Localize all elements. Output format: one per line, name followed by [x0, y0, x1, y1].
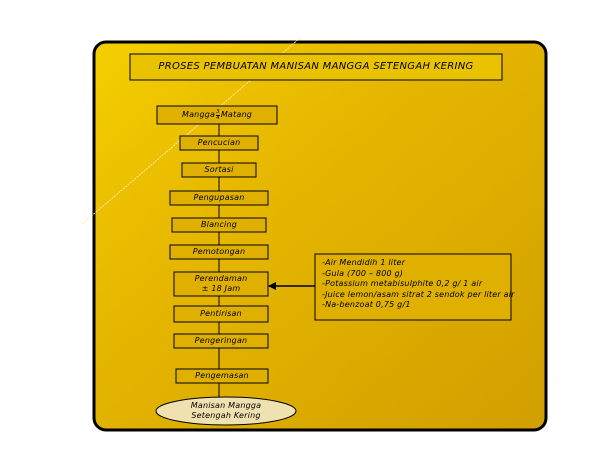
- step-label-pengupasan: Pengupasan: [193, 193, 245, 202]
- step-label-pemotongan: Pemotongan: [192, 247, 246, 256]
- ingredient-item: -Na-benzoat 0,75 g/1: [322, 300, 411, 309]
- step-label-pentirisan: Pentirisan: [200, 309, 242, 318]
- step-label-pencucian: Pencucian: [197, 138, 241, 147]
- step-label-sortasi: Sortasi: [204, 165, 234, 174]
- step-label-result-line2: Setengah Kering: [191, 411, 261, 420]
- step-box-pengeringan: [173, 333, 269, 349]
- step-label-result-line1: Manisan Mangga: [190, 401, 262, 410]
- ingredient-item: -Juice lemon/asam sitrat 2 sendok per li…: [322, 289, 515, 299]
- page-title: PROSES PEMBUATAN MANISAN MANGGA SETENGAH…: [158, 61, 474, 72]
- step-label-result: Manisan Mangga Setengah Kering: [156, 397, 296, 425]
- ingredients-list: -Air Mendidih 1 liter -Gula (700 – 800 g…: [322, 258, 515, 311]
- step-box-blancing: [171, 217, 267, 233]
- background-panel: [92, 40, 548, 432]
- step-label-pengeringan: Pengeringan: [194, 336, 248, 345]
- step-label-blancing: Blancing: [200, 220, 238, 229]
- step-label-pengemasan: Pengemasan: [195, 371, 249, 380]
- ingredients-box: [314, 253, 512, 321]
- ingredient-item: -Potassium metabisulphite 0,2 g/ 1 air: [322, 279, 483, 288]
- step-label-perendaman-line1: Perendaman: [194, 274, 248, 283]
- ingredient-item: -Air Mendidih 1 liter: [322, 258, 406, 267]
- step-box-pencucian: [179, 135, 259, 151]
- step-label-mangga-pre: Mangga: [181, 110, 216, 119]
- ingredient-item: -Gula (700 – 800 g): [322, 268, 404, 278]
- step-ellipse-result: [155, 396, 297, 426]
- title-box: [129, 53, 503, 81]
- step-box-sortasi: [181, 162, 257, 178]
- step-box-pengemasan: [175, 368, 269, 384]
- step-box-pentirisan: [173, 305, 269, 323]
- step-label-mangga-post: Matang: [220, 110, 253, 119]
- step-label-perendaman: Perendaman ± 18 Jam: [174, 272, 268, 296]
- step-box-pengupasan: [169, 190, 269, 206]
- step-label-perendaman-line2: ± 18 Jam: [201, 284, 241, 293]
- step-box-pemotongan: [169, 244, 269, 260]
